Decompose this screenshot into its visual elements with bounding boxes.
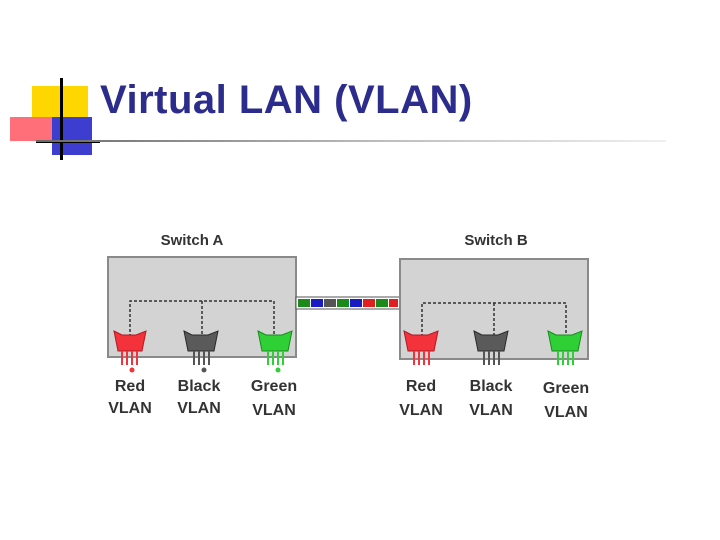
title-logo [10, 78, 100, 160]
switch-a-black-vlan-line2: VLAN [177, 400, 221, 417]
switch-a-label: Switch A [161, 232, 224, 249]
switch-b-black-vlan-line2: VLAN [469, 402, 513, 419]
switch-a-green-vlan-line2: VLAN [252, 402, 296, 419]
logo-red-bar [10, 117, 58, 141]
switch-b-label: Switch B [464, 232, 528, 249]
switch-a-black-port [183, 330, 219, 373]
trunk-link [295, 296, 401, 310]
switch-a: Switch A [107, 232, 297, 419]
switch-a-black-vlan-line1: Black [178, 378, 221, 395]
switch-b-green-port [547, 330, 583, 365]
switch-b: Switch B Red VLAN Bla [399, 232, 589, 421]
switch-a-red-port [113, 330, 147, 373]
switch-a-red-vlan-line2: VLAN [108, 400, 152, 417]
switch-a-green-port [257, 330, 293, 373]
switch-b-green-vlan-line1: Green [543, 380, 589, 397]
title-underline [36, 140, 666, 142]
switch-b-green-vlan-line2: VLAN [544, 404, 588, 421]
switch-a-green-vlan-line1: Green [251, 378, 297, 395]
page-title: Virtual LAN (VLAN) [100, 78, 473, 122]
vlan-diagram: Switch A [107, 232, 589, 421]
switch-a-red-vlan-line1: Red [115, 378, 145, 395]
logo-blue-square [52, 117, 92, 155]
switch-b-black-vlan-line1: Black [470, 378, 513, 395]
switch-b-red-vlan-line1: Red [406, 378, 436, 395]
switch-b-red-port [403, 330, 439, 365]
switch-b-black-port [473, 330, 509, 365]
logo-vertical-line [60, 78, 63, 160]
switch-b-red-vlan-line2: VLAN [399, 402, 443, 419]
